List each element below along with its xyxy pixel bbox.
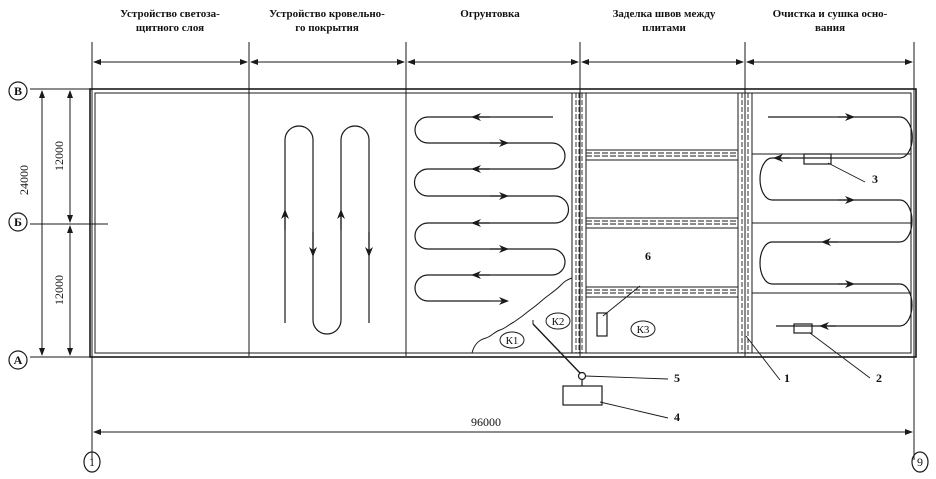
cleaning-path	[759, 113, 913, 330]
callout-3: 3	[872, 172, 878, 186]
axis-bubble-9: 9	[911, 451, 929, 473]
zone-label-light-protective-layer-2: щитного слоя	[136, 22, 204, 34]
callout-4: 4	[674, 410, 680, 424]
kettle-labels: К1 К2 К3	[499, 312, 656, 349]
cleaning-machine-2	[793, 323, 813, 334]
svg-text:Б: Б	[14, 215, 22, 229]
callout-5: 5	[674, 371, 680, 385]
priming-path	[413, 113, 570, 305]
priming-boundary	[471, 277, 573, 354]
dimension-96000: 96000	[471, 415, 501, 429]
svg-text:1: 1	[89, 455, 95, 469]
svg-text:9: 9	[917, 455, 923, 469]
bitumen-boiler-4	[562, 385, 603, 406]
supply-hose	[532, 323, 581, 374]
kettle-k1: К1	[499, 331, 525, 349]
zone-label-cleaning-drying: Очистка и сушка осно-	[773, 8, 888, 20]
kettle-k2: К2	[545, 312, 571, 330]
axis-bubble-1: 1	[83, 451, 101, 473]
zone-label-joint-sealing: Заделка швов между	[613, 8, 716, 20]
kettle-k3: К3	[630, 320, 656, 338]
svg-text:К2: К2	[552, 316, 565, 328]
zone-label-joint-sealing-2: плитами	[642, 22, 686, 34]
zone-dimension-lines	[91, 42, 915, 460]
zone-headers: Устройство светоза- щитного слоя Устройс…	[120, 8, 888, 34]
callout-labels: 1 2 3 4 5 6	[645, 172, 882, 424]
dimension-24000: 24000	[17, 165, 31, 195]
pump-5	[577, 371, 587, 381]
zone-label-priming: Огрунтовка	[460, 8, 520, 20]
bottom-dimension: 96000	[93, 415, 913, 435]
dimension-12000-lower: 12000	[52, 275, 66, 305]
axis-bubble-b: Б	[8, 212, 28, 232]
dimension-12000-upper: 12000	[52, 141, 66, 171]
sealant-container-6	[596, 312, 608, 337]
leader-lines	[584, 162, 871, 419]
axis-bubble-v: В	[8, 81, 28, 101]
joint-seams	[571, 93, 753, 353]
callout-1: 1	[784, 371, 790, 385]
cleaning-zone-strips	[752, 153, 911, 294]
callout-6: 6	[645, 249, 651, 263]
zone-dividers	[248, 93, 407, 353]
axis-bubble-a: А	[8, 350, 28, 370]
left-dimensions: 24000 12000 12000	[17, 88, 108, 358]
drying-machine-3	[803, 153, 832, 165]
zone-label-cleaning-drying-2: вания	[815, 22, 845, 34]
callout-2: 2	[876, 371, 882, 385]
svg-text:А: А	[14, 353, 23, 367]
axis-bubbles: В Б А 1 9	[8, 81, 929, 473]
svg-text:К1: К1	[506, 335, 519, 347]
svg-text:В: В	[14, 84, 22, 98]
zone-label-roof-covering-2: го покрытия	[295, 22, 359, 34]
svg-text:К3: К3	[637, 324, 650, 336]
zone-label-light-protective-layer: Устройство светоза-	[120, 8, 220, 20]
roof-covering-path	[281, 125, 373, 335]
zone-label-roof-covering: Устройство кровельно-	[269, 8, 385, 20]
